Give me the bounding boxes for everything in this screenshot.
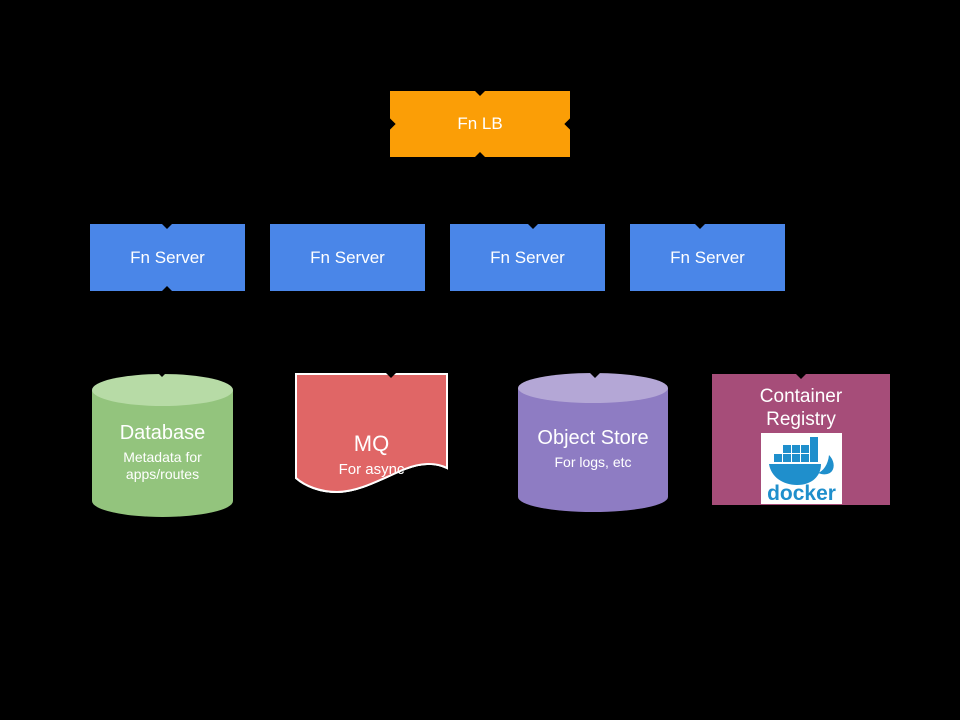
object-store-subtitle: For logs, etc: [554, 453, 632, 470]
database-node: Database Metadata for apps/routes: [92, 374, 233, 517]
database-cylinder-icon: [92, 374, 233, 517]
fn-server-label: Fn Server: [310, 247, 385, 267]
mq-node: MQ For async: [295, 373, 472, 520]
arrowhead-mark: [162, 286, 172, 291]
database-subtitle-line2: apps/routes: [125, 466, 200, 482]
database-title: Database: [119, 422, 206, 444]
arrowhead-mark: [528, 224, 538, 229]
database-subtitle-line1: Metadata for: [123, 449, 202, 465]
arrowhead-mark: [475, 152, 485, 157]
fn-lb-node: Fn LB: [390, 91, 570, 157]
mq-title: MQ: [353, 431, 390, 456]
arrowhead-mark: [590, 373, 600, 378]
mq-document-front-icon: [295, 373, 448, 493]
fn-server-label: Fn Server: [490, 247, 565, 267]
container-registry-node: Container Registry docker: [712, 374, 890, 505]
container-registry-title-line2: Registry: [766, 409, 836, 430]
arrowhead-mark: [386, 373, 396, 378]
fn-server-node-3: Fn Server: [450, 224, 605, 291]
docker-logo: docker: [760, 433, 842, 504]
docker-wordmark: docker: [767, 482, 836, 504]
object-store-node: Object Store For logs, etc: [518, 373, 668, 512]
arrowhead-mark: [475, 91, 485, 96]
mq-subtitle: For async: [338, 461, 405, 478]
fn-server-label: Fn Server: [670, 247, 745, 267]
fn-lb-label: Fn LB: [457, 114, 503, 133]
arrowhead-mark: [157, 372, 167, 377]
arrowhead-mark: [162, 224, 172, 229]
object-store-cylinder-icon: [518, 373, 668, 512]
docker-whale-icon: docker: [767, 437, 836, 504]
arrowhead-mark: [796, 374, 806, 379]
fn-server-label: Fn Server: [130, 247, 205, 267]
fn-server-node-1: Fn Server: [90, 224, 245, 291]
container-registry-title-line1: Container: [759, 386, 843, 407]
fn-server-node-2: Fn Server: [270, 224, 425, 291]
arrowhead-mark: [695, 224, 705, 229]
object-store-title: Object Store: [537, 426, 649, 449]
fn-server-node-4: Fn Server: [630, 224, 785, 291]
